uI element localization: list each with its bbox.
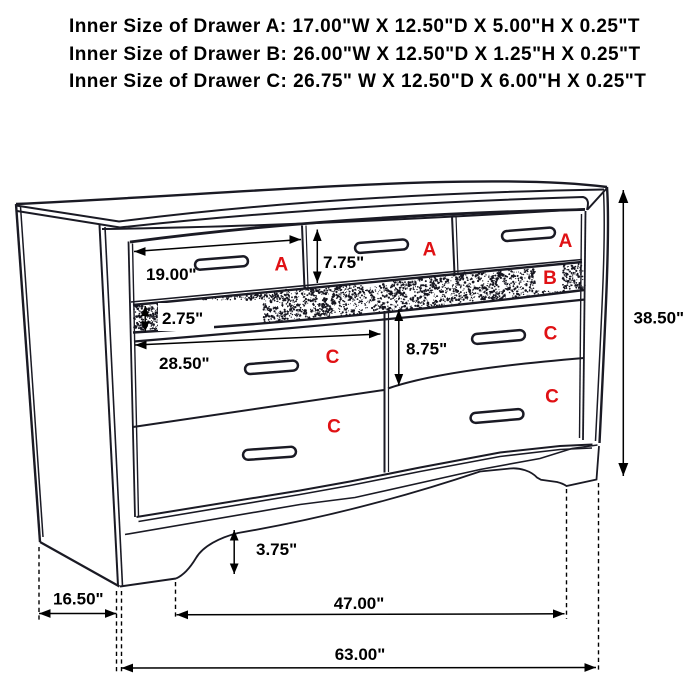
svg-text:7.75": 7.75" xyxy=(323,253,364,272)
svg-text:28.50": 28.50" xyxy=(159,354,210,373)
svg-text:A: A xyxy=(275,254,289,275)
svg-text:C: C xyxy=(327,417,341,438)
svg-text:38.50": 38.50" xyxy=(634,309,685,328)
svg-text:8.75": 8.75" xyxy=(406,340,447,359)
svg-text:A: A xyxy=(423,239,437,260)
svg-text:63.00": 63.00" xyxy=(335,645,386,664)
svg-text:A: A xyxy=(559,231,573,252)
svg-text:47.00": 47.00" xyxy=(334,594,385,613)
svg-text:C: C xyxy=(326,347,340,368)
svg-text:16.50": 16.50" xyxy=(53,590,104,609)
svg-text:C: C xyxy=(545,387,559,408)
svg-text:19.00": 19.00" xyxy=(146,265,197,284)
svg-text:3.75": 3.75" xyxy=(256,540,297,559)
svg-text:2.75": 2.75" xyxy=(162,309,203,328)
svg-text:B: B xyxy=(543,268,557,289)
svg-text:C: C xyxy=(544,324,558,345)
